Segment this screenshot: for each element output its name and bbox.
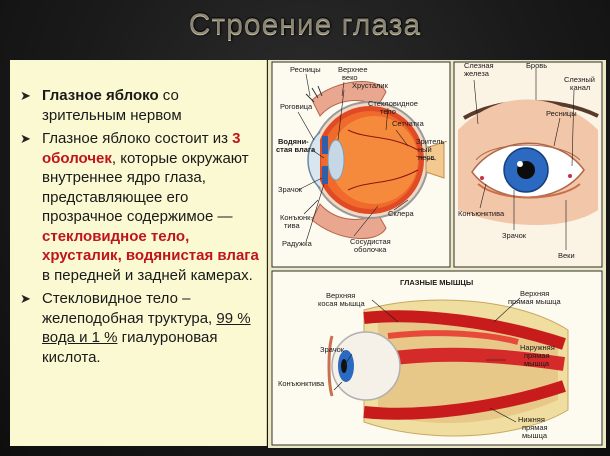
label-zritelny-3: нерв xyxy=(418,153,434,162)
label-sleznaya: Слезная xyxy=(464,61,494,70)
label-rogovitsa: Роговица xyxy=(280,102,313,111)
label-slezny-kanal-2: канал xyxy=(570,83,590,92)
label-resnitsy-2: Ресницы xyxy=(546,109,577,118)
muscles-heading: ГЛАЗНЫЕ МЫШЦЫ xyxy=(400,278,473,287)
bullet-text-underlined: 99 % вода и 1 % xyxy=(42,309,251,347)
label-verkh-kosaya: Верхняя xyxy=(326,291,355,300)
label-sosudistaya: Сосудистая xyxy=(350,237,391,246)
label-naruzh: Наружняя xyxy=(520,343,555,352)
label-verkh-kosaya-2: косая мышца xyxy=(318,299,365,308)
label-verkhnee-veko-2: веко xyxy=(342,73,358,82)
label-nizh-3: мышца xyxy=(522,431,548,440)
label-verkh-pryamaya: Верхняя xyxy=(520,289,549,298)
label-vodyanistaya: Водяни- xyxy=(278,137,309,146)
bullet-arrow-icon: ➤ xyxy=(20,88,31,103)
label-konyunktiva: Конъюнк- xyxy=(280,213,313,222)
bullet-text: Стекловидное тело – желеподобная труктур… xyxy=(42,290,217,327)
figure-panel: Ресницы Верхнее веко Хрусталик Роговица … xyxy=(268,60,606,448)
cross-section-leaders xyxy=(297,73,437,243)
label-raduzhka: Радужка xyxy=(282,239,313,248)
label-resnitsy: Ресницы xyxy=(290,65,321,74)
bullet-list: ➤ Глазное яблоко со зрительным нервом ➤ … xyxy=(10,60,266,367)
label-setchatka: Сетчатка xyxy=(392,119,425,128)
label-brov: Бровь xyxy=(526,61,547,70)
muscles-leaders xyxy=(333,297,521,423)
external-eye-leaders xyxy=(473,68,575,250)
bullet-text: Глазное яблоко xyxy=(42,87,159,104)
text-panel: ➤ Глазное яблоко со зрительным нервом ➤ … xyxy=(10,60,267,446)
label-nizh-2: прямая xyxy=(522,423,548,432)
label-konyunktiva-2: тива xyxy=(284,221,301,230)
label-sosudistaya-2: оболочка xyxy=(354,245,387,254)
bullet-text: со зрительным нервом xyxy=(42,87,182,124)
eye-anatomy-figure: Ресницы Верхнее веко Хрусталик Роговица … xyxy=(271,61,603,446)
label-slezny-kanal: Слезный xyxy=(564,75,595,84)
label-verkh-pryamaya-2: прямая мышца xyxy=(508,297,562,306)
label-naruzh-2: прямая xyxy=(524,351,550,360)
label-steklovidnoe: Стекловидное xyxy=(368,99,418,108)
label-zritelny-2: ный xyxy=(418,145,432,154)
label-sklera: Склера xyxy=(388,209,415,218)
label-zrachok-3: Зрачок xyxy=(320,345,345,354)
bullet-arrow-icon: ➤ xyxy=(20,131,31,146)
label-konyunktiva-3: Конъюнктива xyxy=(458,209,505,218)
bullet-arrow-icon: ➤ xyxy=(20,291,31,306)
label-zrachok-2: Зрачок xyxy=(502,231,527,240)
external-eye-drawing xyxy=(458,99,599,225)
bullet-text-highlight: 3 оболочек xyxy=(42,130,241,167)
label-zrachok: Зрачок xyxy=(278,185,303,194)
label-steklovidnoe-2: тело xyxy=(380,107,396,116)
bullet-text: в передней и задней камерах. xyxy=(42,266,253,284)
label-vodyanistaya-2: стая влага xyxy=(276,145,316,154)
label-veki: Веки xyxy=(558,251,575,260)
label-konyunktiva-4: Конъюнктива xyxy=(278,379,325,388)
bullet-text: Глазное яблоко состоит из xyxy=(42,130,233,147)
bullet-text: , которые окружают внутреннее ядро глаза… xyxy=(42,149,249,226)
bullet-item-eyeball: ➤ Глазное яблоко со зрительным нервом xyxy=(20,86,260,125)
label-naruzh-3: мышца xyxy=(524,359,550,368)
label-zritelny: Зритель- xyxy=(416,137,447,146)
label-nizh: Нижняя xyxy=(518,415,545,424)
bullet-text: гиалуроновая кислота. xyxy=(42,329,218,366)
eye-muscles-drawing xyxy=(327,299,569,437)
label-verkhnee-veko: Верхнее xyxy=(338,65,368,74)
bullet-item-vitreous: ➤ Стекловидное тело – желеподобная трукт… xyxy=(20,289,260,367)
slide-title: Строение глаза xyxy=(188,8,422,41)
label-sleznaya-2: железа xyxy=(464,69,490,78)
label-khrustalik: Хрусталик xyxy=(352,81,389,90)
bullet-text-highlight: стекловидное тело, хрусталик, водянистая… xyxy=(42,227,259,265)
bullet-item-membranes: ➤ Глазное яблоко состоит из 3 оболочек, … xyxy=(20,129,260,285)
eye-cross-section-drawing xyxy=(305,81,445,239)
